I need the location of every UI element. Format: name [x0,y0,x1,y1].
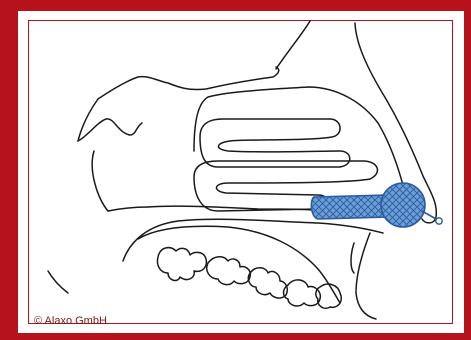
copyright-notice: © Alaxo GmbH [34,316,107,327]
stent-bulb [381,183,425,227]
skull-contour [276,21,310,69]
nasal-cavity-outline [78,67,279,141]
stent-tube [311,195,390,219]
superior-turbinate [200,119,350,167]
cavity-inner-line [194,87,404,189]
palate-upper [108,207,148,211]
lip [356,233,376,319]
stent-pull-loop [422,211,436,219]
nasal-anatomy-diagram [18,11,464,333]
palate [123,219,383,261]
illustration-panel: © Alaxo GmbH [18,11,464,333]
teeth [157,248,206,281]
